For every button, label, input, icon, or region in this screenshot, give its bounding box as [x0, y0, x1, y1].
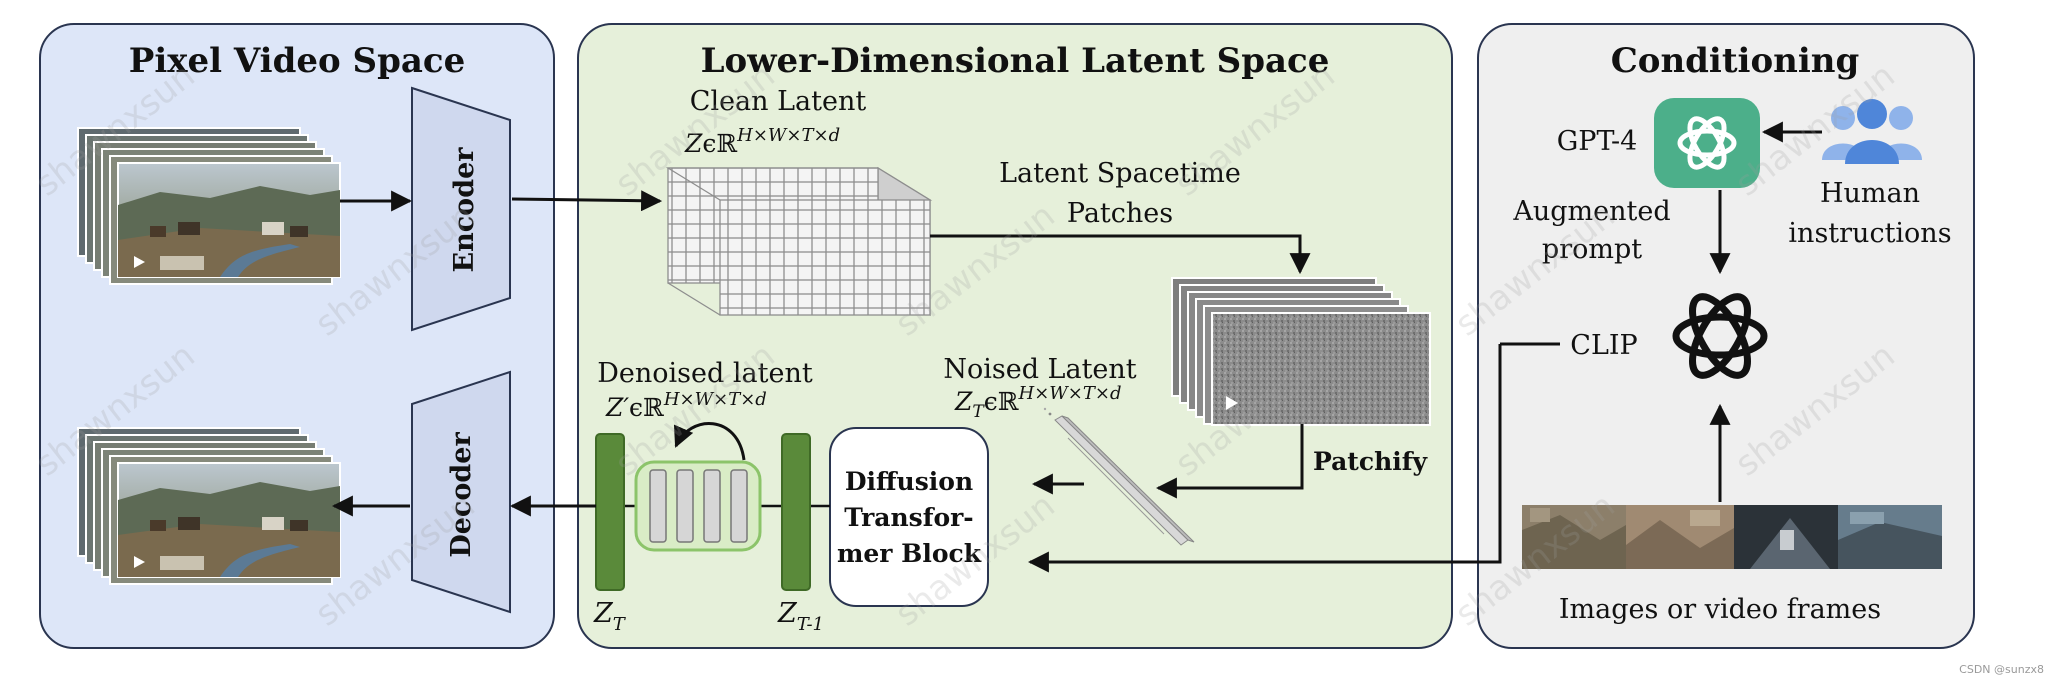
diffusion-label-line3: mer Block — [837, 539, 982, 568]
pixel-panel-title: Pixel Video Space — [129, 41, 465, 81]
input-video-frames — [77, 127, 341, 285]
latent-panel-title: Lower-Dimensional Latent Space — [701, 41, 1330, 81]
denoised-latent-formula: Z′ϵℝH×W×T×d — [605, 389, 767, 422]
gpt4-logo-icon — [1654, 98, 1760, 188]
gpt4-label: GPT-4 — [1557, 126, 1638, 157]
noised-latent-label: Noised Latent — [943, 354, 1136, 385]
human-instructions-line1: Human — [1820, 178, 1920, 209]
noised-token-sequence — [1043, 407, 1195, 546]
human-users-icon — [1822, 99, 1922, 164]
patchify-label: Patchify — [1313, 447, 1429, 476]
pixel-video-space-panel: Pixel Video Space — [39, 23, 555, 649]
play-icon — [1226, 396, 1238, 410]
spacetime-patches-label-line1: Latent Spacetime — [999, 158, 1241, 189]
human-instructions-line2: instructions — [1788, 218, 1951, 249]
conditioning-panel-title: Conditioning — [1611, 41, 1860, 81]
loop-arrow — [673, 422, 746, 461]
clip-label: CLIP — [1570, 330, 1637, 361]
connectors — [331, 121, 1822, 573]
images-caption: Images or video frames — [1559, 594, 1881, 625]
decoder-label: Decoder — [446, 432, 477, 558]
encoder-label: Encoder — [449, 147, 480, 273]
diffusion-label-line1: Diffusion — [845, 467, 973, 496]
z-t-minus-1-bar — [781, 433, 811, 591]
noised-latent-formula: ZTϵℝH×W×T×d — [954, 383, 1121, 422]
diffusion-label-line2: Transfor- — [844, 503, 973, 532]
spacetime-patch-frames — [1171, 277, 1431, 426]
conditioning-image-frames — [1522, 505, 1942, 569]
z-t-label: ZT — [593, 598, 627, 635]
diffusion-transformer-block: Diffusion Transfor- mer Block — [829, 427, 989, 607]
latent-space-panel: Lower-Dimensional Latent Space Clean Lat… — [577, 23, 1453, 649]
spacetime-patches-label-line2: Patches — [1067, 198, 1173, 229]
play-icon — [134, 256, 145, 268]
footer-credit: CSDN @sunzx8 — [1959, 663, 2044, 676]
clean-latent-label: Clean Latent — [690, 86, 867, 117]
clip-logo-icon — [1672, 293, 1768, 379]
denoising-steps-group — [634, 422, 762, 552]
play-icon — [134, 556, 145, 568]
z-t-minus-1-label: ZT-1 — [777, 598, 824, 635]
z-t-bar — [595, 433, 625, 591]
conditioning-panel: Conditioning GPT-4 Human instructions Au… — [1477, 23, 1975, 649]
decoder-block: Decoder — [411, 370, 511, 614]
output-video-frames — [77, 427, 341, 585]
denoised-latent-label: Denoised latent — [597, 358, 813, 389]
clean-latent-cube — [665, 166, 933, 317]
augmented-prompt-line1: Augmented — [1512, 196, 1670, 227]
augmented-prompt-line2: prompt — [1542, 234, 1642, 265]
encoder-block: Encoder — [411, 86, 511, 332]
clean-latent-formula: ZϵℝH×W×T×d — [684, 125, 840, 158]
